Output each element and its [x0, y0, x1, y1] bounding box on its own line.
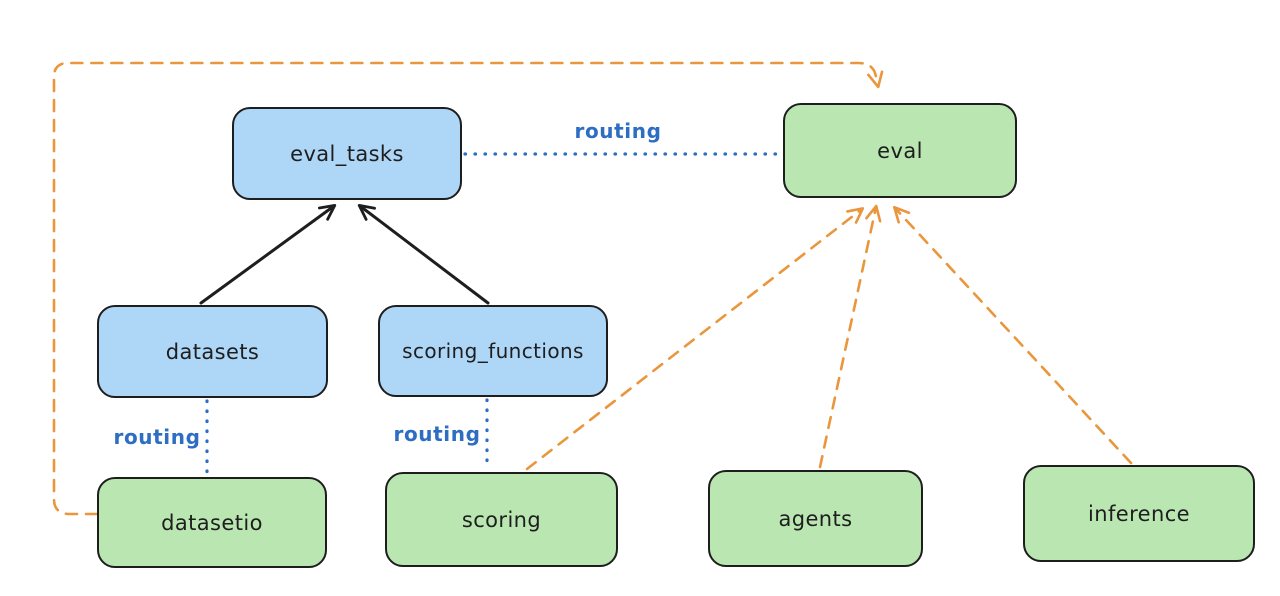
edge-label-routing-eval_tasks-eval: routing — [574, 119, 662, 143]
node-scoring-label: scoring — [461, 507, 542, 532]
node-eval: eval — [783, 103, 1017, 198]
node-inference: inference — [1023, 465, 1255, 562]
edge-label-routing-scoring_functions-scoring: routing — [393, 422, 481, 446]
node-agents: agents — [708, 470, 923, 567]
edge-agents-to-eval — [818, 204, 882, 469]
edge-datasetio-to-eval — [52, 61, 884, 516]
node-datasets: datasets — [97, 305, 328, 398]
node-datasetio-label: datasetio — [161, 510, 263, 535]
edge-label-routing-datasets-datasetio: routing — [113, 425, 201, 449]
node-datasetio: datasetio — [97, 477, 327, 568]
node-inference-label: inference — [1088, 501, 1190, 526]
edge-scoring-to-eval — [525, 207, 865, 471]
node-scoring_functions-label: scoring_functions — [402, 339, 584, 363]
node-scoring: scoring — [385, 472, 618, 567]
node-eval-label: eval — [877, 138, 923, 163]
node-eval_tasks: eval_tasks — [232, 107, 462, 200]
edge-inference-to-eval — [893, 205, 1133, 465]
node-agents-label: agents — [778, 506, 853, 531]
edge-scoring_functions-to-eval_tasks — [357, 203, 490, 305]
node-datasets-label: datasets — [165, 339, 260, 364]
edge-datasets-to-eval_tasks — [199, 204, 337, 305]
node-eval_tasks-label: eval_tasks — [290, 141, 404, 166]
node-scoring_functions: scoring_functions — [378, 305, 608, 397]
